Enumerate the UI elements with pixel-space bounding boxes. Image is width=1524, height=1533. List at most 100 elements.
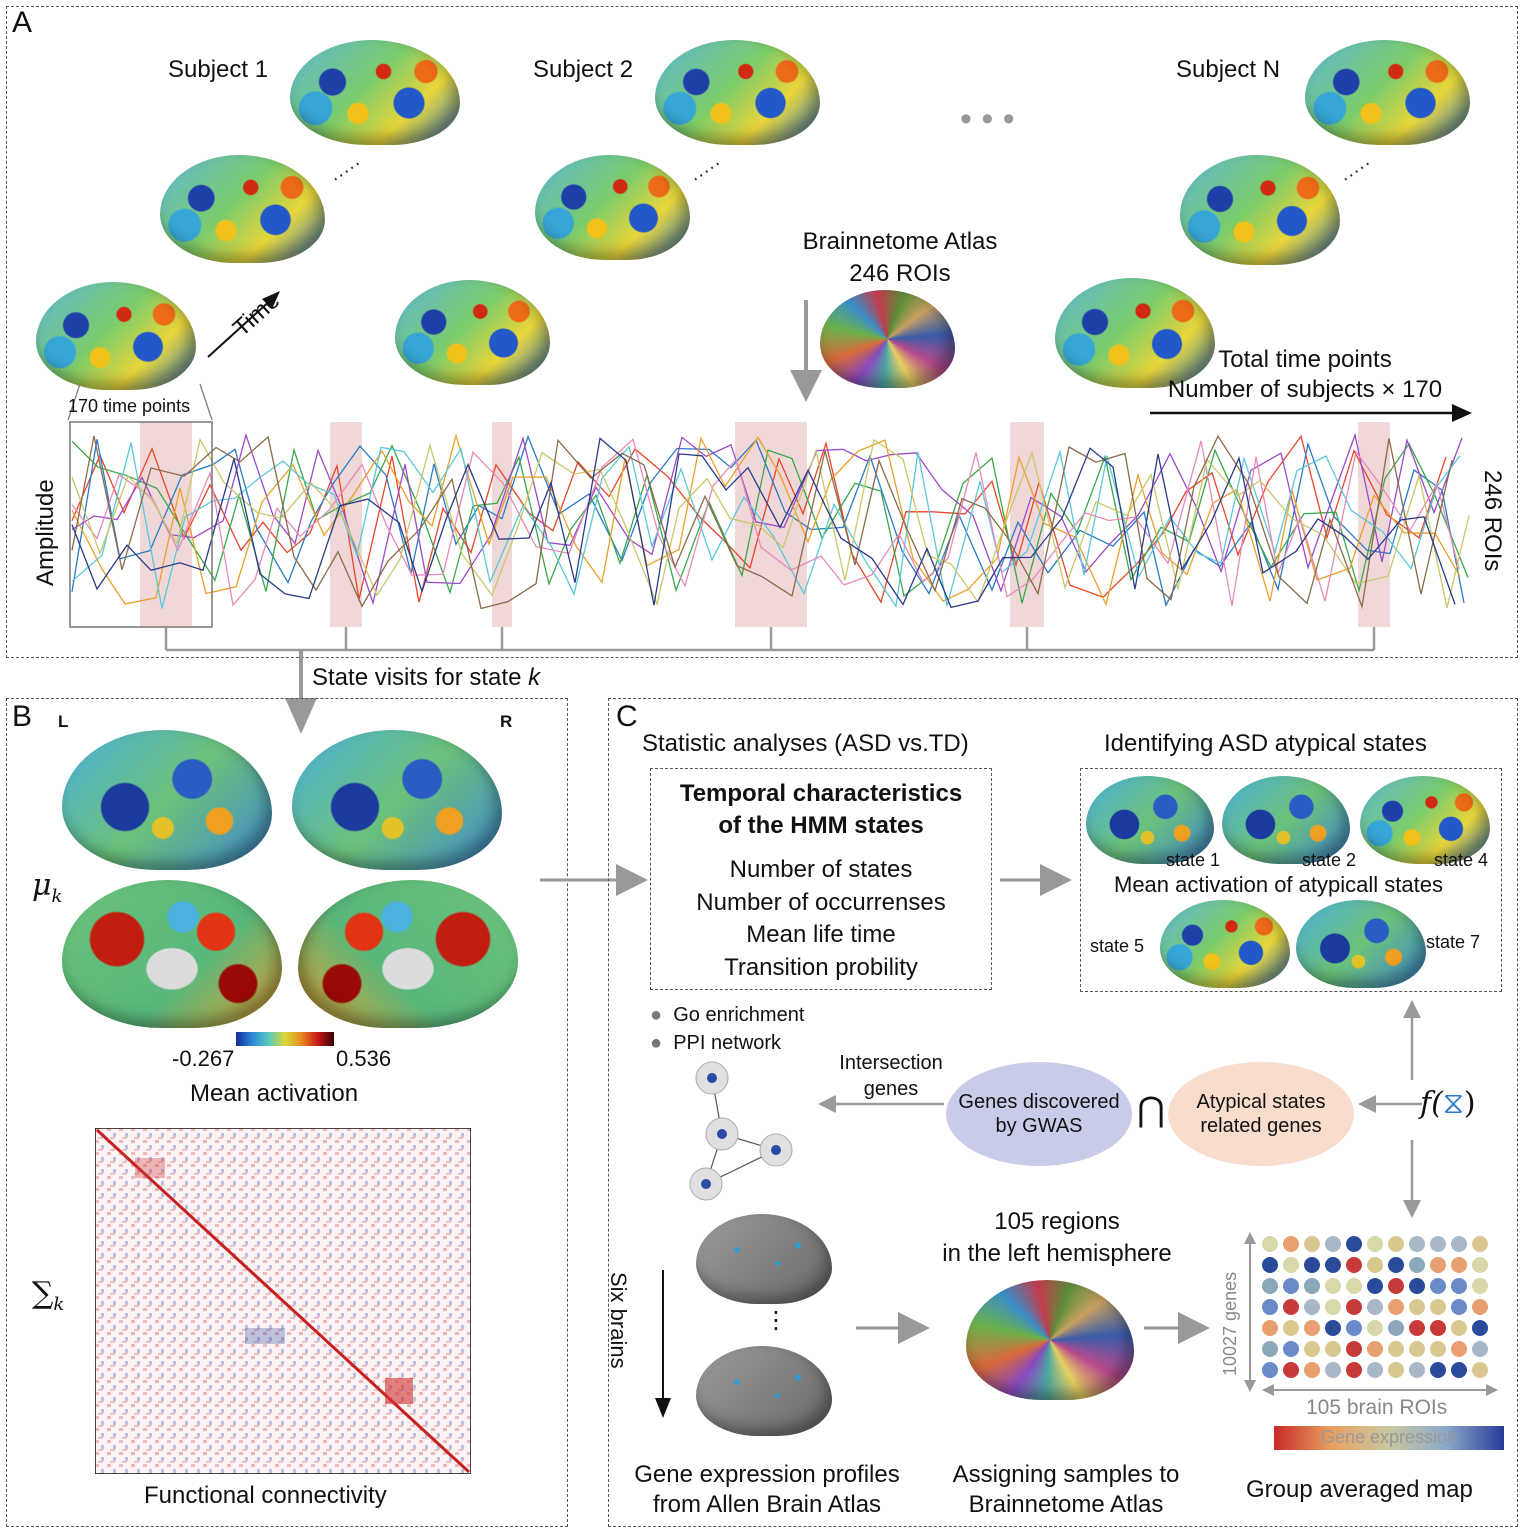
gene-expression-dot bbox=[1346, 1236, 1362, 1252]
subject-2-brain-frame-3 bbox=[395, 280, 550, 385]
gene-expression-dot bbox=[1346, 1362, 1362, 1378]
panel-a bbox=[6, 6, 1518, 658]
gene-expression-dot bbox=[1388, 1362, 1404, 1378]
gene-expression-dot bbox=[1388, 1299, 1404, 1315]
temporal-item: Transition probility bbox=[724, 953, 918, 981]
state-2-brain bbox=[1222, 776, 1350, 864]
atlas-title-line1: Brainnetome Atlas bbox=[802, 228, 998, 255]
profiles-label: Gene expression profiles from Allen Brai… bbox=[612, 1460, 922, 1520]
profiles-line2: from Allen Brain Atlas bbox=[652, 1491, 882, 1518]
intersection-symbol: ⋂ bbox=[1137, 1090, 1165, 1130]
total-line1: Total time points bbox=[1218, 346, 1392, 373]
temporal-heading-line2: of the HMM states bbox=[718, 812, 924, 839]
gene-expression-dot bbox=[1409, 1257, 1425, 1273]
time-points-box bbox=[69, 421, 213, 628]
rois-axis-label: 105 brain ROIs bbox=[1306, 1396, 1448, 1419]
gene-expression-dot bbox=[1367, 1341, 1383, 1357]
genes-axis-arrow-icon bbox=[1244, 1232, 1256, 1392]
gene-expression-dot bbox=[1325, 1341, 1341, 1357]
roi-timeseries-line bbox=[71, 434, 1447, 604]
gene-expression-dot bbox=[1388, 1236, 1404, 1252]
subject-1-brain-frame-3 bbox=[36, 282, 196, 390]
gene-function-arrow-icon bbox=[1358, 1095, 1422, 1113]
left-hemisphere-atlas-brain bbox=[966, 1280, 1134, 1400]
group-map-label: Group averaged map bbox=[1246, 1476, 1473, 1503]
state-5-label: state 5 bbox=[1090, 936, 1145, 956]
gene-expression-dot bbox=[1283, 1341, 1299, 1357]
gene-expression-dot bbox=[1283, 1362, 1299, 1378]
functional-connectivity-matrix bbox=[95, 1128, 471, 1474]
gene-expression-dot bbox=[1409, 1320, 1425, 1336]
gene-expression-dot bbox=[1409, 1299, 1425, 1315]
subject-n-brain-frame-3 bbox=[1055, 278, 1215, 388]
atlas-to-map-arrow-icon bbox=[1144, 1312, 1210, 1344]
subject-1-label: Subject 1 bbox=[168, 56, 269, 83]
gene-expression-dot bbox=[1283, 1257, 1299, 1273]
colorbar-max-label: 0.536 bbox=[336, 1046, 392, 1071]
gene-expression-dot bbox=[1388, 1278, 1404, 1294]
roi-timeseries-line bbox=[71, 438, 1460, 607]
panel-b bbox=[6, 698, 568, 1527]
timeseries-plot bbox=[69, 421, 1470, 652]
gene-expression-dot bbox=[1430, 1362, 1446, 1378]
regions-line1: 105 regions bbox=[994, 1208, 1120, 1235]
gene-expression-dot bbox=[1430, 1236, 1446, 1252]
gene-function-f: f( bbox=[1420, 1086, 1443, 1121]
mean-activation-label: Mean activation bbox=[190, 1080, 359, 1107]
gwas-genes-ellipse: Genes discovered by GWAS bbox=[946, 1062, 1132, 1166]
gene-expression-dot bbox=[1388, 1257, 1404, 1273]
gene-expression-dot bbox=[1304, 1299, 1320, 1315]
gene-expression-dot bbox=[1451, 1341, 1467, 1357]
temporal-item: Mean life time bbox=[746, 921, 896, 948]
gene-expression-label: Gene expression bbox=[1320, 1427, 1458, 1447]
gene-expression-dot bbox=[1367, 1299, 1383, 1315]
temporal-items: Number of states Number of occurrenses M… bbox=[650, 854, 992, 984]
atypical-genes-line1: Atypical states bbox=[1196, 1091, 1326, 1113]
panel-b-letter: B bbox=[12, 700, 33, 733]
gene-expression-dot bbox=[1325, 1236, 1341, 1252]
panel-c-letter: C bbox=[616, 700, 638, 733]
subjects-ellipsis: • • • bbox=[960, 100, 1015, 138]
state-7-label: state 7 bbox=[1426, 932, 1481, 952]
gene-expression-dot bbox=[1388, 1341, 1404, 1357]
gene-expression-colorbar bbox=[1274, 1426, 1504, 1450]
gene-expression-dot bbox=[1388, 1320, 1404, 1336]
ppi-network-label: ● PPI network bbox=[650, 1032, 781, 1055]
regions-label: 105 regions in the left hemisphere bbox=[912, 1206, 1202, 1270]
gwas-line2: by GWAS bbox=[995, 1115, 1083, 1137]
roi-timeseries-line bbox=[71, 442, 1461, 609]
gene-expression-dot bbox=[1367, 1362, 1383, 1378]
gene-expression-dot bbox=[1346, 1278, 1362, 1294]
atlas-brain bbox=[820, 290, 955, 388]
gene-expression-dot bbox=[1430, 1278, 1446, 1294]
state-7-brain bbox=[1296, 900, 1426, 988]
gene-expression-dot bbox=[1346, 1341, 1362, 1357]
state-4-label: state 4 bbox=[1434, 850, 1489, 870]
atlas-title: Brainnetome Atlas 246 ROIs bbox=[770, 228, 1030, 288]
total-line2: Number of subjects × 170 bbox=[1167, 376, 1443, 403]
gene-expression-dot bbox=[1262, 1320, 1278, 1336]
gene-expression-dot bbox=[1367, 1278, 1383, 1294]
genes-axis-label: 10027 genes bbox=[1220, 1271, 1240, 1376]
subject-n-brain-frame-1 bbox=[1305, 40, 1470, 145]
ppi-network-graph bbox=[689, 1061, 793, 1201]
temporal-heading: Temporal characteristics of the HMM stat… bbox=[650, 778, 992, 842]
assign-line2: Brainnetome Atlas bbox=[968, 1491, 1164, 1518]
identifying-title: Identifying ASD atypical states bbox=[1104, 730, 1427, 757]
sigma-symbol: ∑ bbox=[32, 1276, 54, 1311]
temporal-heading-line1: Temporal characteristics bbox=[679, 780, 963, 807]
gene-expression-dot bbox=[1283, 1236, 1299, 1252]
intersection-line2: genes bbox=[863, 1078, 919, 1100]
vertical-double-arrow-icon bbox=[1403, 1000, 1421, 1218]
roi-timeseries-line bbox=[71, 433, 1461, 607]
assign-label: Assigning samples to Brainnetome Atlas bbox=[926, 1460, 1206, 1520]
gene-expression-dot bbox=[1472, 1236, 1488, 1252]
dna-icon: ⧖ bbox=[1442, 1086, 1464, 1121]
atlas-down-arrow-icon bbox=[790, 300, 822, 402]
rois-axis-arrow-icon bbox=[1262, 1384, 1498, 1396]
gene-expression-dot bbox=[1325, 1257, 1341, 1273]
gene-expression-dot bbox=[1304, 1362, 1320, 1378]
subject-2-label: Subject 2 bbox=[533, 56, 634, 83]
gene-expression-dot bbox=[1367, 1257, 1383, 1273]
assign-line1: Assigning samples to bbox=[952, 1461, 1180, 1488]
